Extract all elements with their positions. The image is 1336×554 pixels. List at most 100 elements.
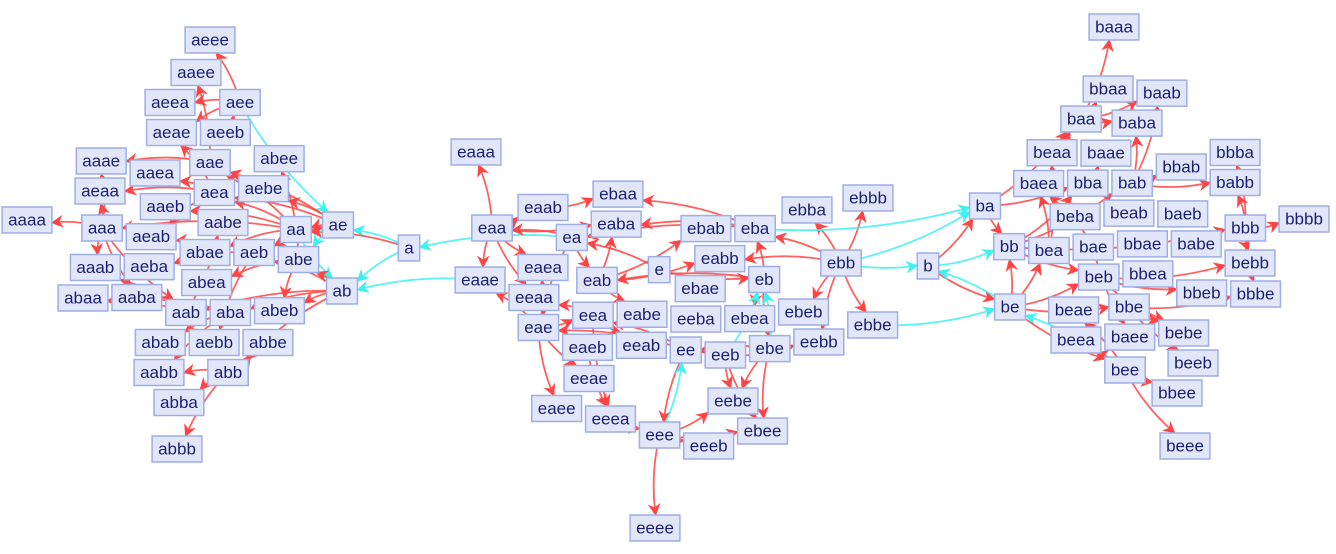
node-eae[interactable]: eae (517, 313, 560, 342)
node-abb[interactable]: abb (207, 358, 249, 387)
node-bbeb[interactable]: bbeb (1176, 279, 1228, 307)
node-ab[interactable]: ab (325, 277, 359, 305)
node-ebea[interactable]: ebea (724, 304, 776, 333)
node-bebb[interactable]: bebb (1224, 249, 1276, 277)
node-baab[interactable]: baab (1136, 79, 1188, 107)
node-bbbb[interactable]: bbbb (1278, 205, 1330, 233)
node-bebe[interactable]: bebe (1157, 319, 1210, 347)
node-abeb[interactable]: abeb (253, 296, 306, 325)
node-abe[interactable]: abe (277, 245, 320, 274)
node-ebbb[interactable]: ebbb (842, 184, 894, 212)
node-aeea[interactable]: aeea (144, 88, 196, 117)
node-baeb[interactable]: baeb (1157, 200, 1209, 228)
node-abbb[interactable]: abbb (151, 435, 203, 463)
node-eeae[interactable]: eeae (563, 364, 615, 393)
node-beea[interactable]: beea (1050, 326, 1102, 354)
node-ee[interactable]: ee (669, 336, 702, 364)
node-ebab[interactable]: ebab (680, 214, 732, 243)
node-abae[interactable]: abae (179, 238, 231, 267)
node-eba[interactable]: eba (734, 214, 776, 243)
node-aba[interactable]: aba (209, 298, 252, 327)
node-aaaa[interactable]: aaaa (1, 206, 53, 234)
node-bbb[interactable]: bbb (1224, 214, 1267, 242)
node-ebbe[interactable]: ebbe (847, 311, 899, 339)
node-aabe[interactable]: aabe (197, 208, 249, 237)
node-eebe[interactable]: eebe (707, 387, 759, 415)
node-e[interactable]: e (647, 255, 671, 284)
node-aeab[interactable]: aeab (125, 222, 177, 251)
node-aaa[interactable]: aaa (81, 214, 123, 242)
node-eeab[interactable]: eeab (615, 331, 667, 359)
node-ebaa[interactable]: ebaa (592, 180, 644, 208)
node-ebb[interactable]: ebb (820, 249, 862, 277)
node-beab[interactable]: beab (1103, 199, 1155, 227)
node-abea[interactable]: abea (180, 268, 233, 297)
node-baae[interactable]: baae (1080, 139, 1132, 167)
node-eb[interactable]: eb (747, 265, 781, 294)
node-ea[interactable]: ea (555, 223, 589, 252)
node-bbae[interactable]: bbae (1116, 230, 1169, 258)
node-aa[interactable]: aa (279, 215, 313, 244)
node-baba[interactable]: baba (1111, 109, 1163, 137)
node-bbee[interactable]: bbee (1151, 379, 1203, 407)
node-beeb[interactable]: beeb (1167, 349, 1219, 377)
node-aea[interactable]: aea (193, 178, 236, 207)
node-babb[interactable]: babb (1209, 168, 1261, 197)
node-beb[interactable]: beb (1077, 263, 1120, 291)
node-eaae[interactable]: eaae (454, 266, 506, 294)
node-aee[interactable]: aee (219, 88, 261, 117)
node-beee[interactable]: beee (1159, 432, 1211, 460)
node-beba[interactable]: beba (1049, 202, 1101, 231)
node-eab[interactable]: eab (576, 266, 618, 295)
node-beae[interactable]: beae (1047, 296, 1100, 324)
node-bbe[interactable]: bbe (1108, 293, 1150, 321)
node-eaaa[interactable]: eaaa (450, 138, 502, 166)
node-beaa[interactable]: beaa (1026, 138, 1078, 167)
node-bab[interactable]: bab (1111, 169, 1154, 197)
node-aaab[interactable]: aaab (69, 253, 122, 282)
node-eaeb[interactable]: eaeb (561, 333, 614, 361)
node-baa[interactable]: baa (1060, 105, 1102, 133)
node-ebae[interactable]: ebae (674, 274, 726, 303)
node-bee[interactable]: bee (1104, 356, 1146, 384)
node-eabe[interactable]: eabe (616, 300, 668, 329)
node-eeee[interactable]: eeee (629, 514, 681, 542)
node-abbe[interactable]: abbe (242, 328, 294, 357)
node-abab[interactable]: abab (134, 328, 186, 357)
node-eaea[interactable]: eaea (517, 253, 569, 282)
node-ebe[interactable]: ebe (748, 334, 791, 363)
node-eee[interactable]: eee (638, 421, 681, 449)
node-aaeb[interactable]: aaeb (139, 192, 191, 221)
node-eeba[interactable]: eeba (670, 305, 722, 333)
node-aae[interactable]: aae (189, 148, 231, 177)
node-bbab[interactable]: bbab (1155, 153, 1207, 181)
node-abee[interactable]: abee (253, 144, 305, 173)
node-aeeb[interactable]: aeeb (199, 118, 251, 147)
node-eeeb[interactable]: eeeb (683, 432, 735, 460)
node-ebba[interactable]: ebba (781, 196, 833, 224)
node-aeb[interactable]: aeb (233, 238, 276, 267)
node-bae[interactable]: bae (1072, 233, 1115, 261)
node-babe[interactable]: babe (1170, 230, 1222, 258)
node-baaa[interactable]: baaa (1088, 13, 1140, 41)
node-aeba[interactable]: aeba (123, 252, 175, 281)
node-ba[interactable]: ba (968, 192, 1002, 220)
node-bbea[interactable]: bbea (1122, 260, 1174, 288)
node-eeaa[interactable]: eeaa (508, 283, 560, 312)
node-aebe[interactable]: aebe (237, 174, 290, 203)
node-eebb[interactable]: eebb (793, 328, 845, 356)
node-bbbe[interactable]: bbbe (1229, 280, 1282, 308)
node-abaa[interactable]: abaa (57, 284, 109, 312)
node-aaba[interactable]: aaba (111, 283, 163, 312)
node-bb[interactable]: bb (993, 232, 1026, 261)
node-bea[interactable]: bea (1027, 236, 1070, 265)
node-b[interactable]: b (916, 252, 940, 280)
node-aebb[interactable]: aebb (188, 328, 240, 357)
node-aabb[interactable]: aabb (133, 358, 185, 387)
node-abba[interactable]: abba (153, 388, 205, 417)
node-eeea[interactable]: eeea (584, 405, 637, 433)
node-be[interactable]: be (993, 293, 1027, 321)
node-aab[interactable]: aab (165, 298, 207, 327)
node-aeee[interactable]: aeee (184, 26, 236, 54)
node-baea[interactable]: baea (1013, 169, 1065, 198)
